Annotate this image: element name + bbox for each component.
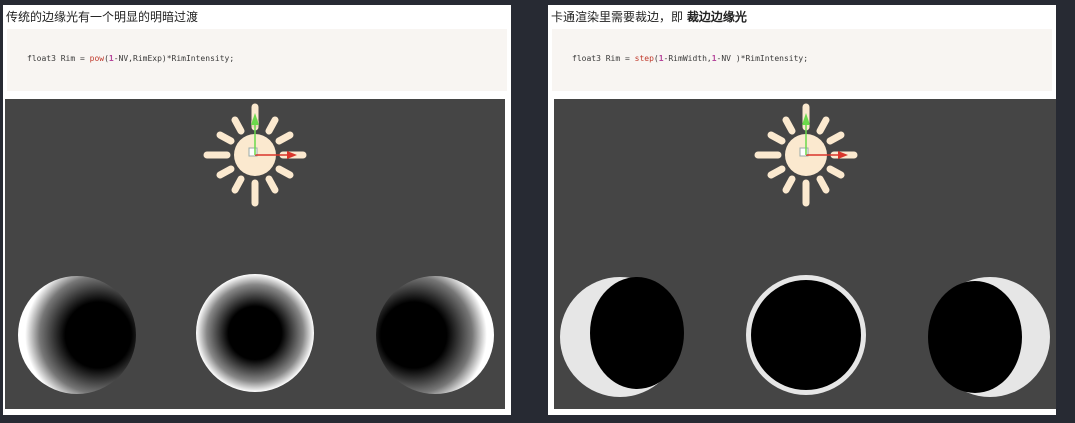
sun-light-gizmo-icon[interactable] [203, 103, 307, 207]
right-heading: 卡通渲染里需要裁边，即 裁边边缘光 [551, 10, 747, 24]
sphere-rim-right [376, 276, 494, 394]
sun-light-gizmo-icon[interactable] [754, 103, 858, 207]
sphere-step-right [928, 277, 1050, 397]
left-code-block: float3 Rim = pow(1-NV,RimExp)*RimIntensi… [7, 29, 507, 91]
left-heading: 传统的边缘光有一个明显的明暗过渡 [6, 10, 199, 24]
left-code-line: float3 Rim = pow(1-NV,RimExp)*RimIntensi… [27, 54, 235, 63]
right-scene-viewport[interactable] [554, 99, 1056, 409]
sphere-rim-center [196, 274, 314, 392]
left-scene [18, 103, 494, 394]
right-code-block: float3 Rim = step(1-RimWidth,1-NV )*RimI… [552, 29, 1052, 91]
sphere-step-left [560, 277, 684, 397]
sphere-rim-left [18, 276, 136, 394]
right-scene [560, 103, 1050, 397]
right-panel: 卡通渲染里需要裁边，即 裁边边缘光 float3 Rim = step(1-Ri… [548, 5, 1056, 415]
sphere-step-center [746, 275, 866, 395]
left-panel: 传统的边缘光有一个明显的明暗过渡 float3 Rim = pow(1-NV,R… [3, 5, 511, 415]
right-code-line: float3 Rim = step(1-RimWidth,1-NV )*RimI… [572, 54, 809, 63]
left-scene-viewport[interactable] [5, 99, 505, 409]
